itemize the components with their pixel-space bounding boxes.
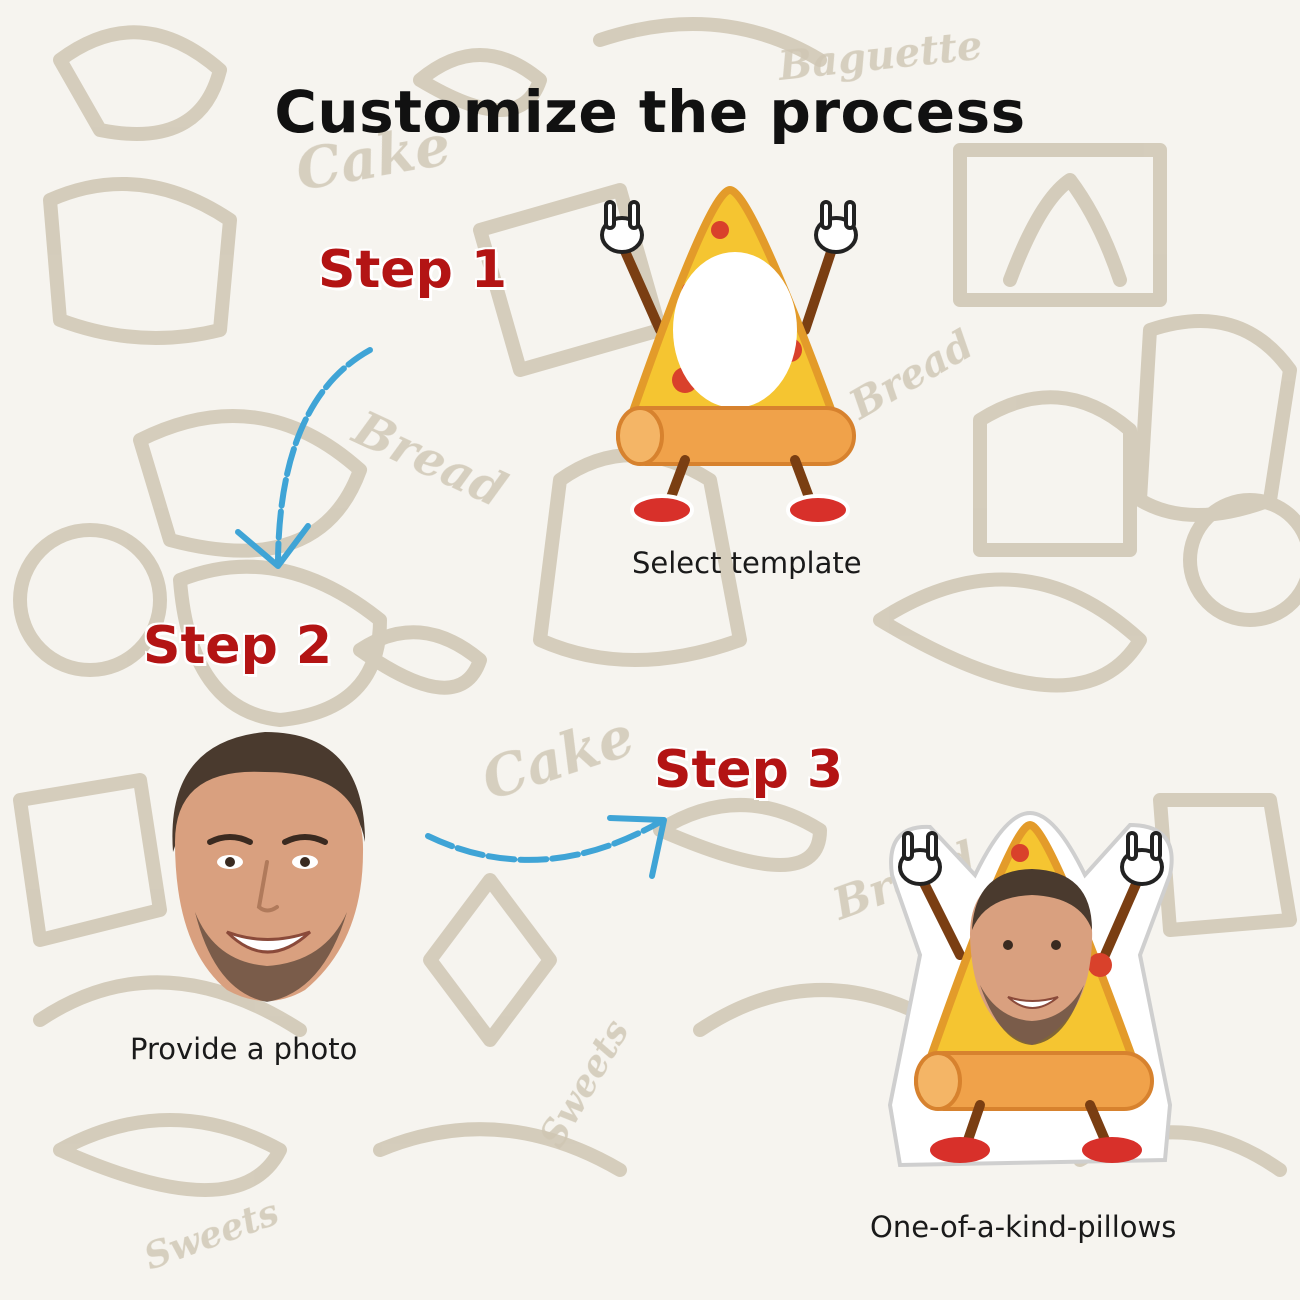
curved-arrow-right-icon bbox=[425, 815, 667, 879]
pizza-template-icon bbox=[600, 186, 858, 526]
svg-text:Sweets: Sweets bbox=[139, 1191, 285, 1278]
step-1-label: Step 1 bbox=[318, 240, 508, 300]
step-1-caption: Select template bbox=[632, 546, 862, 580]
svg-text:Cake: Cake bbox=[474, 703, 642, 814]
step-3-label: Step 3 bbox=[654, 740, 844, 800]
step-3-caption: One-of-a-kind-pillows bbox=[870, 1210, 1177, 1244]
pizza-pillow-result-icon bbox=[887, 810, 1174, 1168]
face-photo-icon bbox=[172, 732, 365, 1002]
svg-text:Sweets: Sweets bbox=[531, 1013, 637, 1155]
step-2-label: Step 2 bbox=[143, 616, 333, 676]
step-2-caption: Provide a photo bbox=[130, 1032, 358, 1066]
page-title: Customize the process bbox=[274, 78, 1026, 146]
curved-arrow-down-icon bbox=[235, 347, 373, 569]
